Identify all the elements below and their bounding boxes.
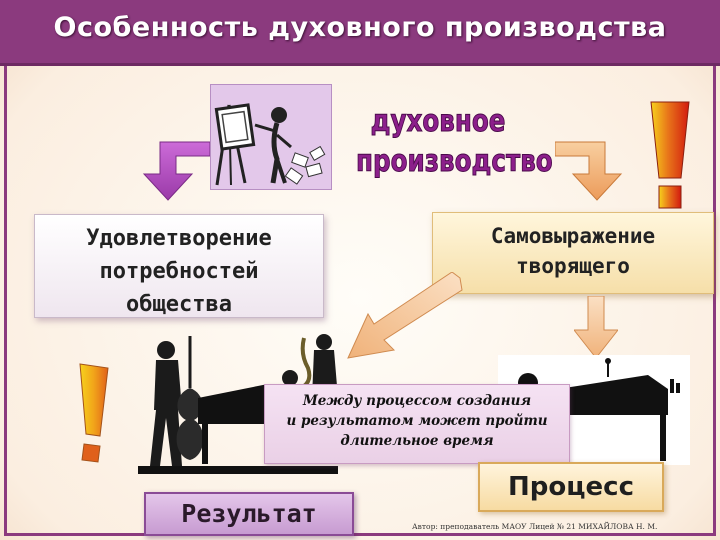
exclamation-icon-left <box>76 360 110 466</box>
process-box <box>478 462 664 512</box>
time-gap-line-2: и результатом может пройти <box>286 413 548 429</box>
needs-line-1: Удовлетворение <box>86 226 272 251</box>
arrow-to-self-expression <box>554 138 627 202</box>
arrow-to-process <box>572 295 620 360</box>
painter-easel-icon <box>210 84 332 190</box>
slide-frame <box>4 66 716 536</box>
needs-line-2: потребностей <box>99 259 259 284</box>
exclamation-icon <box>649 98 691 210</box>
arrow-to-needs <box>138 138 211 202</box>
needs-box <box>34 214 324 318</box>
center-heading-line-2: производство <box>356 144 554 180</box>
time-gap-line-3: длительное время <box>340 433 494 449</box>
arrow-to-result <box>344 271 464 362</box>
center-heading: духовное производство <box>356 102 554 182</box>
title-bar <box>0 0 720 66</box>
needs-line-3: общества <box>126 292 232 317</box>
slide-title: Особенность духовного производства <box>53 12 667 43</box>
self-line-2: творящего <box>516 254 630 278</box>
center-heading-line-1: духовное <box>370 104 506 140</box>
needs-box-text: Удовлетворение потребностей общества <box>34 222 324 321</box>
result-label: Результат <box>181 499 317 528</box>
time-gap-note: Между процессом создания и результатом м… <box>264 391 570 451</box>
process-label: Процесс <box>508 472 634 502</box>
time-gap-line-1: Между процессом создания <box>302 393 532 409</box>
self-line-1: Самовыражение <box>490 224 656 248</box>
author-credit: Автор: преподаватель МАОУ Лицей № 21 МИХ… <box>412 522 658 531</box>
result-box <box>144 492 354 536</box>
self-expression-box-text: Самовыражение творящего <box>432 221 714 281</box>
time-gap-note-box <box>264 384 570 464</box>
self-expression-box <box>432 212 714 294</box>
